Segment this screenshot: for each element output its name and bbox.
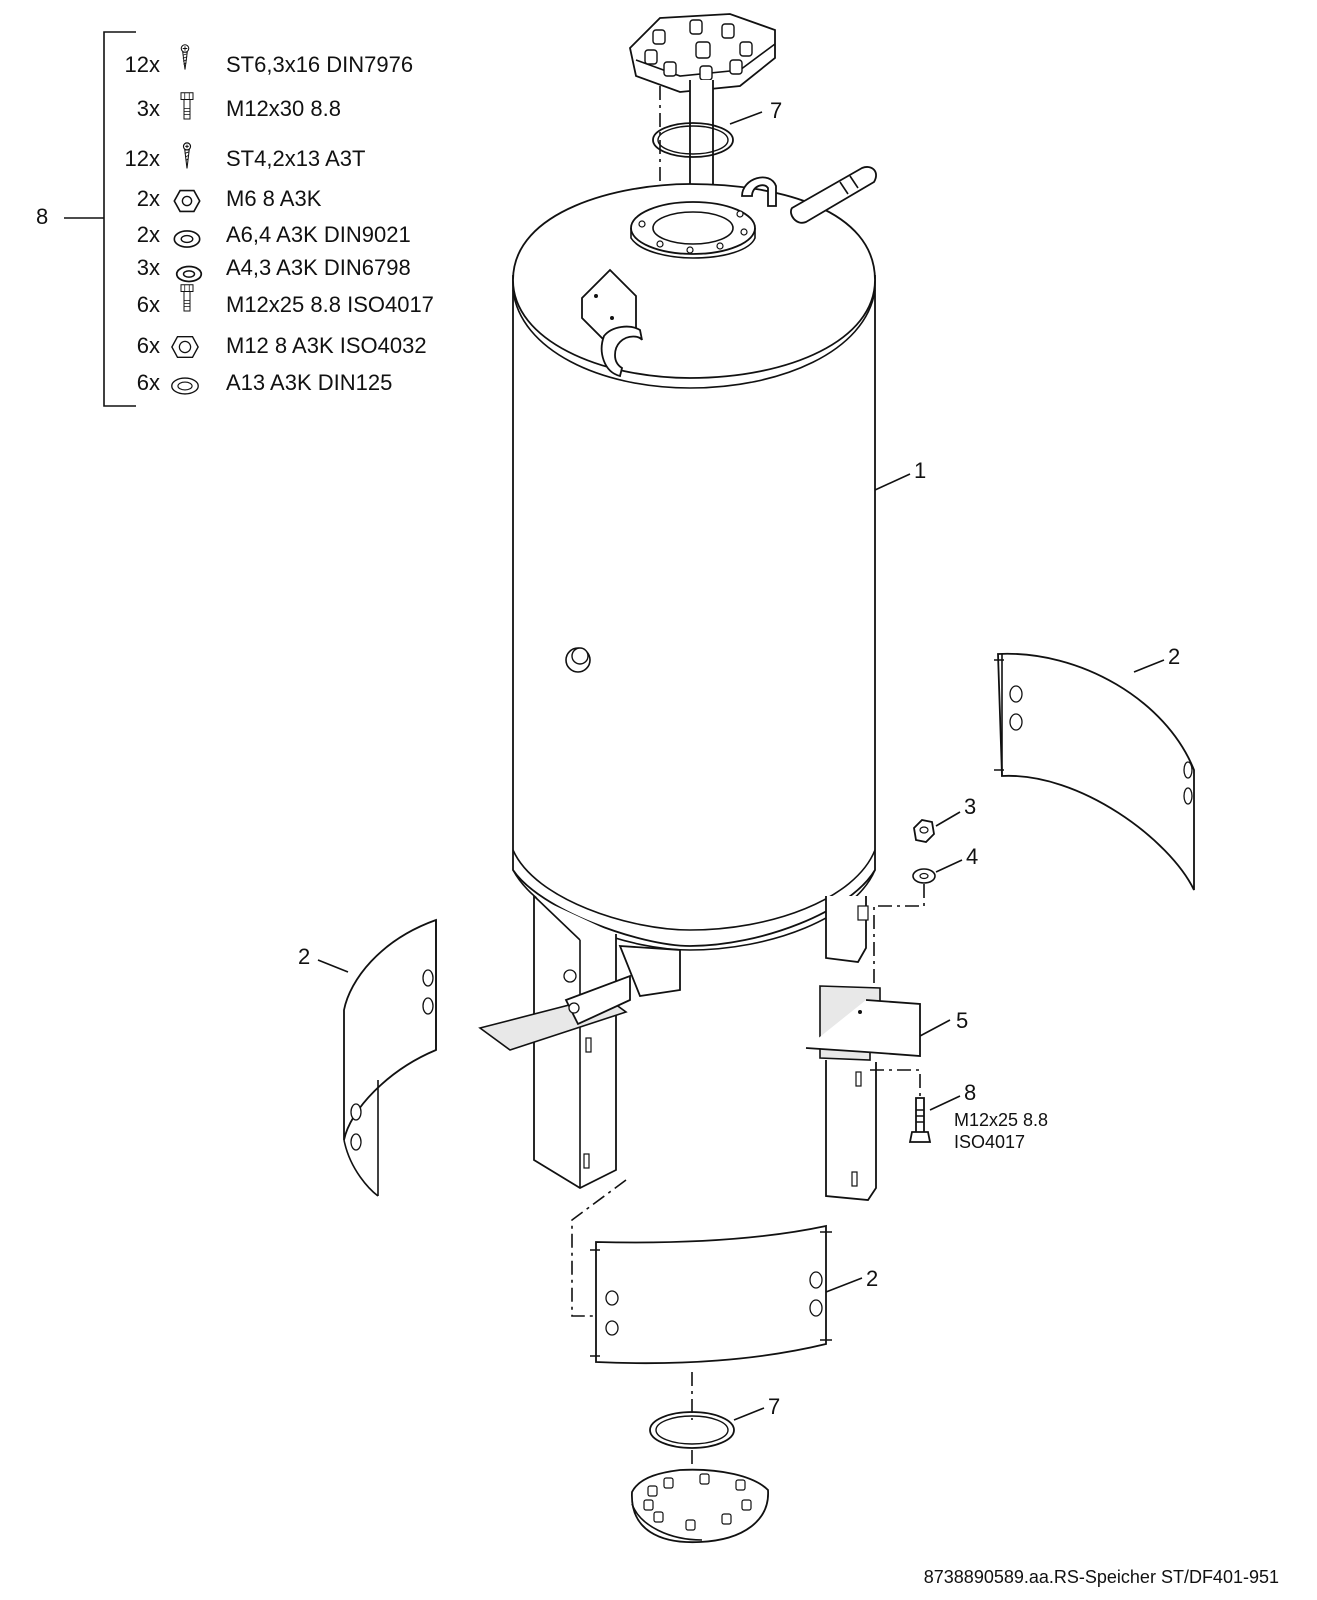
hex-bolt-icon [180, 284, 194, 312]
callout-panel-left: 2 [298, 944, 310, 969]
parts-list-bracket [64, 31, 136, 407]
callout-foot-bracket: 5 [956, 1008, 968, 1033]
part-spec: M12x30 8.8 [226, 96, 341, 121]
part-quantity: 6x [136, 292, 160, 317]
part-spec: A13 A3K DIN125 [226, 370, 393, 395]
callout-gasket-top: 7 [770, 98, 782, 123]
storage-tank [512, 166, 877, 951]
part-quantity: 2x [136, 222, 160, 247]
panel-left [343, 918, 437, 1197]
part-spec: A4,3 A3K DIN6798 [226, 255, 411, 280]
part-spec: M12 8 A3K ISO4032 [226, 333, 427, 358]
part-quantity: 3x [136, 96, 160, 121]
top-gasket [652, 122, 734, 158]
callout-bolt: 8 [964, 1080, 976, 1105]
hex-nut-icon [173, 189, 201, 213]
part-spec: ST6,3x16 DIN7976 [226, 52, 414, 77]
callout-panel-right: 2 [1168, 644, 1180, 669]
drawing-reference: 8738890589.aa.RS-Speicher ST/DF401-951 [923, 1567, 1279, 1587]
bottom-gasket [649, 1411, 735, 1449]
part-quantity: 2x [136, 186, 160, 211]
washer-icon [173, 230, 201, 248]
foot-bracket [805, 985, 921, 1201]
part-spec: A6,4 A3K DIN9021 [226, 222, 411, 247]
callout-bolt-spec-line1: M12x25 8.8 [954, 1110, 1048, 1130]
bottom-flange-plate [631, 1468, 769, 1544]
callout-tank: 1 [914, 458, 926, 483]
part-spec: ST4,2x13 A3T [226, 146, 366, 171]
part-quantity: 3x [136, 255, 160, 280]
part-spec: M12x25 8.8 ISO4017 [226, 292, 434, 317]
washer-icon [175, 265, 203, 283]
callout-nut: 3 [964, 794, 976, 819]
hex-bolt-part [908, 1097, 932, 1143]
part-quantity: 6x [136, 370, 160, 395]
part-quantity: 12x [124, 146, 160, 171]
washer-icon [171, 377, 199, 395]
washer-part [912, 868, 936, 884]
part-quantity: 6x [136, 333, 160, 358]
panel-bottom [590, 1224, 832, 1365]
part-spec: M6 8 A3K [226, 186, 322, 211]
hex-nut-icon [171, 335, 199, 359]
parts-group-number: 8 [36, 204, 49, 229]
tank-legs [478, 895, 869, 1190]
callout-gasket-bottom: 7 [768, 1394, 780, 1419]
wood-screw-icon [182, 142, 192, 169]
callout-washer: 4 [966, 844, 978, 869]
callout-panel-bottom: 2 [866, 1266, 878, 1291]
top-flange-plate [629, 13, 776, 241]
wood-screw-icon [180, 44, 190, 70]
panel-right [994, 652, 1195, 891]
hex-nut-part [913, 819, 935, 843]
callout-bolt-spec-line2: ISO4017 [954, 1132, 1025, 1152]
hex-bolt-icon [180, 92, 194, 120]
part-quantity: 12x [124, 52, 160, 77]
